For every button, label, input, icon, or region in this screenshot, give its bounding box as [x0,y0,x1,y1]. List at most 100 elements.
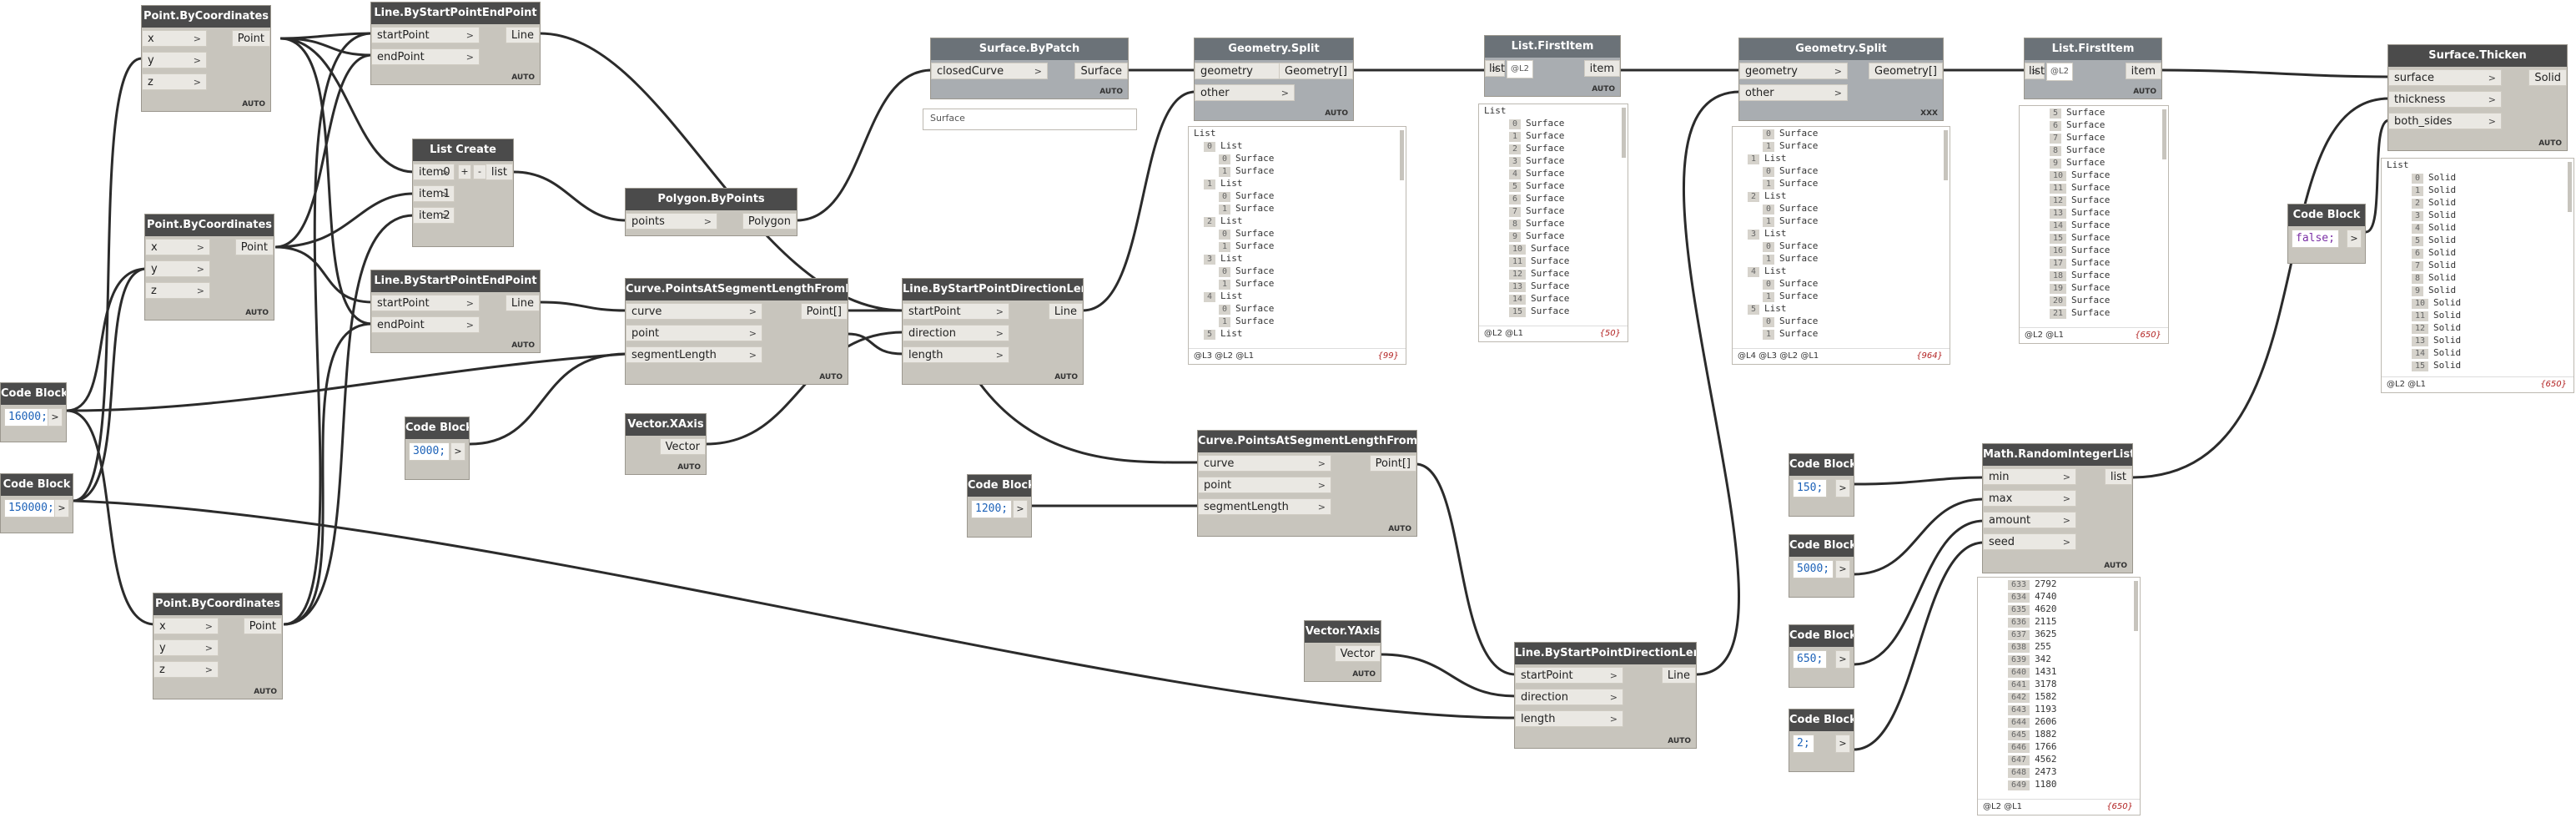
list-levels[interactable]: @L2 @L1 [2387,380,2427,389]
input-port-seed[interactable]: seed [1983,533,2076,551]
input-port-closed-curve[interactable]: closedCurve [931,63,1048,80]
list-level-badge[interactable]: @L2 [2046,63,2073,81]
geometry-split-node-1[interactable]: Geometry.Split geometryGeometry[] other … [1194,38,1354,121]
preview-scrollbar[interactable] [1944,130,1948,180]
line-by-start-end-node-1[interactable]: Line.ByStartPointEndPoint startPointLine… [370,2,541,85]
preview-scrollbar[interactable] [2568,162,2572,212]
code-text[interactable]: 150; [1793,479,1828,497]
code-text[interactable]: 650; [1793,650,1828,669]
output-port-point[interactable]: Point [243,618,282,634]
input-port-y[interactable]: y [153,639,219,657]
code-text[interactable]: 5000; [1793,560,1834,578]
code-text[interactable]: 2; [1793,735,1814,753]
curve-points-at-segment-node-2[interactable]: Curve.PointsAtSegmentLengthFromPoint cur… [1197,430,1417,537]
output-port-vector[interactable]: Vector [659,438,706,455]
input-port-points[interactable]: points [626,213,717,230]
input-port-z[interactable]: z [145,282,210,300]
surface-by-patch-node[interactable]: Surface.ByPatch closedCurveSurface AUTO [930,38,1129,99]
output-port-solid[interactable]: Solid [2528,69,2567,86]
input-port-start-point[interactable]: startPoint [371,27,480,44]
input-port-z[interactable]: z [142,73,207,91]
code-text[interactable]: 150000; [4,499,58,518]
input-port-segment-length[interactable]: segmentLength [1198,498,1331,516]
input-port-length[interactable]: length [903,346,1009,364]
output-port-surface[interactable]: Surface [1074,63,1128,79]
input-port-length[interactable]: length [1515,710,1623,728]
code-block-16000[interactable]: Code Block 16000; > [0,382,67,442]
input-port-x[interactable]: x [153,618,219,635]
output-port-item[interactable]: item [1583,60,1620,77]
output-port[interactable]: > [1013,500,1028,518]
input-port-other[interactable]: other [1739,84,1848,102]
list-levels[interactable]: @L2 @L1 [1484,329,1524,338]
list-first-item-node-1[interactable]: List.FirstItem list @L2 item AUTO [1484,35,1621,97]
geometry-split-node-2[interactable]: Geometry.Split geometryGeometry[] other … [1738,38,1944,121]
point-by-coordinates-node-1[interactable]: Point.ByCoordinates xPoint y z AUTO [141,5,271,112]
output-port-points[interactable]: Point[] [1369,455,1416,472]
code-text[interactable]: 1200; [971,500,1013,518]
code-block-650[interactable]: Code Block 650; > [1789,624,1854,688]
point-by-coordinates-node-3[interactable]: Point.ByCoordinates xPoint y z AUTO [153,593,283,699]
output-port[interactable]: > [1835,735,1850,753]
curve-points-at-segment-node-1[interactable]: Curve.PointsAtSegmentLengthFromPoint cur… [625,278,848,385]
line-by-start-end-node-2[interactable]: Line.ByStartPointEndPoint startPointLine… [370,270,541,353]
input-port-segment-length[interactable]: segmentLength [626,346,762,364]
line-by-direction-length-node-1[interactable]: Line.ByStartPointDirectionLength startPo… [902,278,1084,385]
input-port-thickness[interactable]: thickness [2388,91,2502,109]
input-port-list[interactable]: list [1485,60,1505,78]
code-text[interactable]: 16000; [4,408,52,427]
input-port-end-point[interactable]: endPoint [371,316,480,334]
preview-scrollbar[interactable] [2134,581,2138,631]
input-port-point[interactable]: point [1198,477,1331,494]
input-port-start-point[interactable]: startPoint [371,295,480,312]
output-port-point[interactable]: Point [234,239,274,255]
remove-input-button[interactable]: - [473,164,486,179]
code-text[interactable]: false; [2292,230,2339,248]
input-port-both-sides[interactable]: both_sides [2388,113,2502,130]
output-port-line[interactable]: Line [1048,303,1083,320]
code-block-1200[interactable]: Code Block 1200; > [967,474,1032,538]
point-by-coordinates-node-2[interactable]: Point.ByCoordinates xPoint y z AUTO [144,214,274,321]
vector-x-axis-node[interactable]: Vector.XAxis Vector AUTO [625,413,707,475]
code-text[interactable]: 3000; [409,442,450,461]
input-port-x[interactable]: x [142,30,207,48]
output-port-line[interactable]: Line [505,295,540,311]
list-first-item-node-2[interactable]: List.FirstItem list @L2 item AUTO [2024,38,2162,99]
input-port-item0[interactable]: item0 [413,164,455,181]
input-port-list[interactable]: list [2025,63,2045,80]
input-port-y[interactable]: y [142,52,207,69]
code-block-2[interactable]: Code Block 2; > [1789,709,1854,772]
input-port-curve[interactable]: curve [1198,455,1331,472]
output-port-geometry-list[interactable]: Geometry[] [1279,63,1353,79]
output-port[interactable]: > [1835,650,1850,669]
output-port-list[interactable]: list [485,164,513,180]
code-block-150[interactable]: Code Block 150; > [1789,453,1854,517]
output-port-vector[interactable]: Vector [1334,645,1381,662]
input-port-x[interactable]: x [145,239,210,256]
output-port-polygon[interactable]: Polygon [742,213,797,230]
vector-y-axis-node[interactable]: Vector.YAxis Vector AUTO [1304,620,1381,682]
output-port-point[interactable]: Point [231,30,270,47]
input-port-max[interactable]: max [1983,490,2076,507]
list-levels[interactable]: @L2 @L1 [2025,331,2065,340]
random-integer-list-node[interactable]: Math.RandomIntegerList minlist max amoun… [1982,443,2133,573]
output-port-points[interactable]: Point[] [800,303,848,320]
input-port-z[interactable]: z [153,661,219,679]
input-port-amount[interactable]: amount [1983,512,2076,529]
output-port-line[interactable]: Line [505,27,540,43]
output-port-geometry-list[interactable]: Geometry[] [1869,63,1943,79]
input-port-direction[interactable]: direction [1515,689,1623,706]
surface-thicken-node[interactable]: Surface.Thicken surfaceSolid thickness b… [2387,44,2568,151]
output-port[interactable]: > [450,442,465,461]
output-port[interactable]: > [2347,230,2362,248]
output-port[interactable]: > [48,408,63,427]
output-port-item[interactable]: item [2125,63,2161,79]
input-port-y[interactable]: y [145,260,210,278]
list-create-node[interactable]: List Create item0 +- list item1 item2 [412,139,514,247]
